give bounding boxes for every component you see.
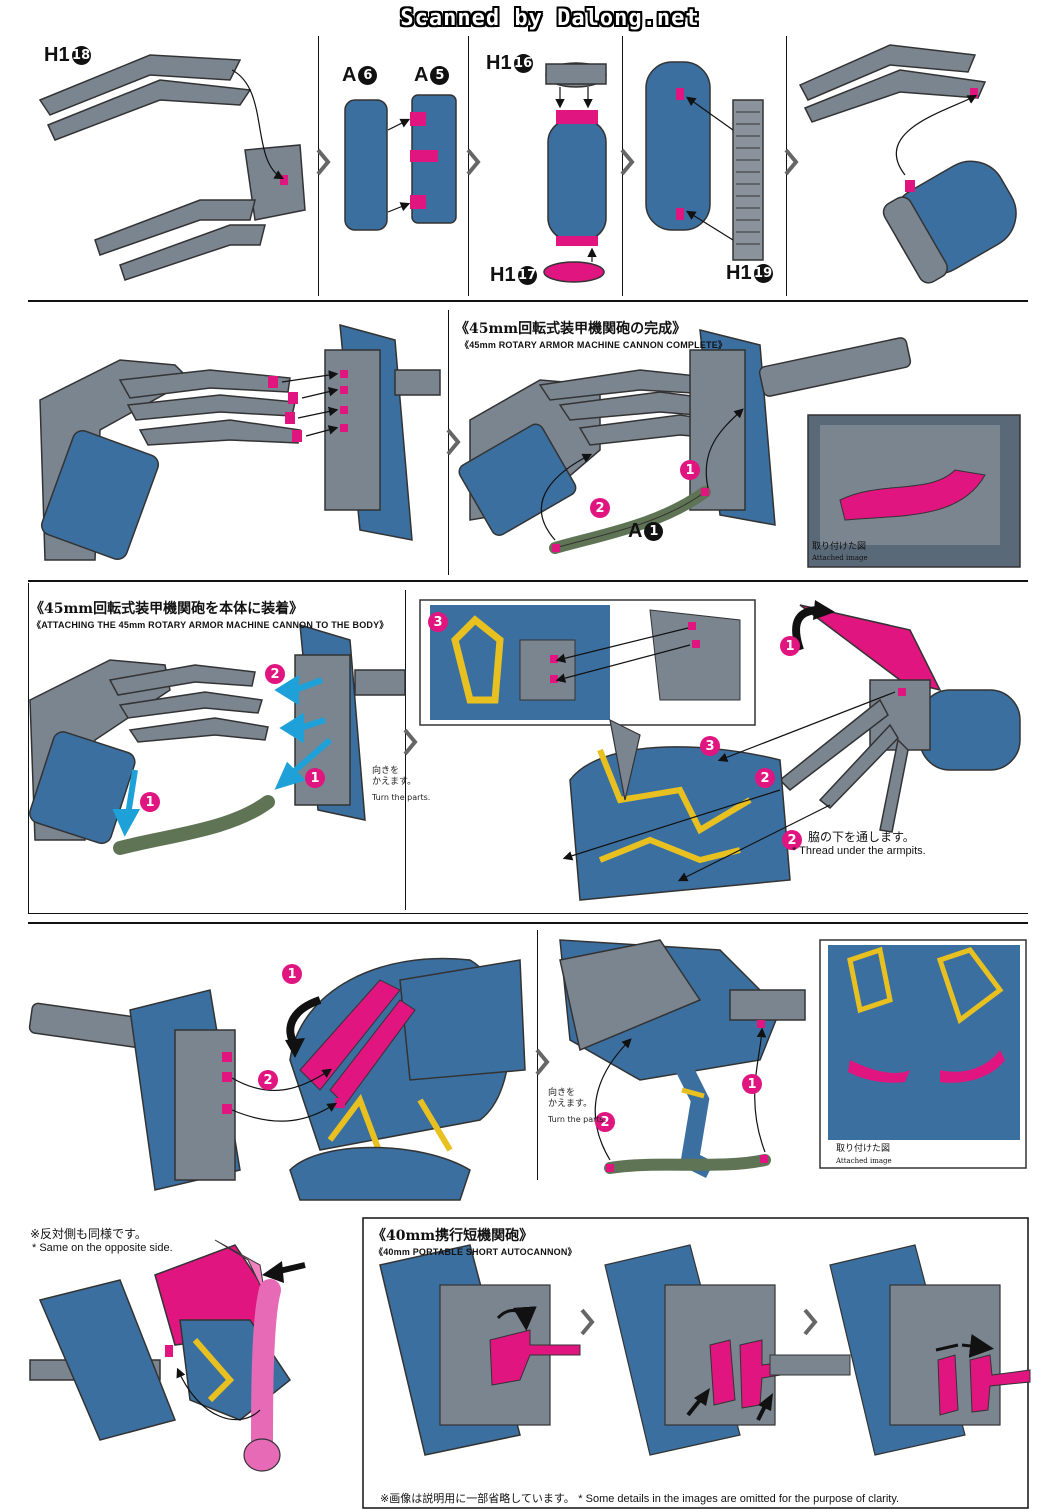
sep-r4 [537,930,538,1180]
drum-assembly-illustration [543,62,607,283]
step-1-circle: 1 [305,768,325,788]
step-1-circle: 1 [680,460,700,480]
attached-caption-ja: 取り付けた図 [812,542,867,552]
autocannon-section-box [362,1217,1029,1509]
attached-caption-en: Attached image [836,1157,892,1165]
step-2-circle: 2 [258,1070,278,1090]
sep-r1-2 [468,36,469,296]
attached-caption-en: Attached image [812,554,868,562]
attached-image-inset-row2 [807,414,1021,568]
attach-body-frame-illustration [29,623,406,855]
sep-r1-4 [786,36,787,296]
footnote: ※画像は説明用に一部省略しています。 * Some details in the… [380,1490,899,1506]
armpit-note-ja: 脇の下を通します。 [808,830,915,844]
turn-parts-note-en: Turn the parts. [548,1115,607,1124]
chevron-arrows-row1 [316,148,818,1336]
parts-a6-a5-illustration [344,94,457,231]
section-subtitle-cannon-complete: 《45mm ROTARY ARMOR MACHINE CANNON COMPLE… [460,340,728,350]
autocannon-step-illustrations [379,1244,1031,1456]
turn-parts-note-en: Turn the parts. [372,793,431,802]
step-2-circle: 2 [595,1112,615,1132]
box-left-row3 [28,583,29,913]
step-2-circle: 2 [590,498,610,518]
section-subtitle-short-autocannon: 《40mm PORTABLE SHORT AUTOCANNON》 [374,1247,577,1257]
sep-r2 [448,310,449,575]
sep-r3 [405,590,406,910]
sep-r1-1 [318,36,319,296]
cannon-on-body-illustration [28,957,526,1201]
section-title-short-autocannon: 《40mm携行短機関砲》 [372,1228,534,1244]
opposite-side-note-ja: ※反対側も同様です。 [30,1227,147,1241]
frame-shield-assembly-illustration [39,323,441,561]
sep-r1-3 [622,36,623,296]
step-2-circle: 2 [755,768,775,788]
step-1-circle: 1 [742,1074,762,1094]
complete-cannon-illustration [458,329,912,554]
opposite-side-illustration [29,1239,306,1472]
body-detail-inset [419,599,756,726]
step-1-circle: 1 [282,964,302,984]
body-rear-strip-illustration [559,939,806,1179]
section-subtitle-attach-body: 《ATTACHING THE 45mm ROTARY ARMOR MACHINE… [32,620,389,630]
footnote-ja: ※画像は説明用に一部省略しています。 [380,1492,575,1505]
section-title-cannon-complete: 《45mm回転式装甲機関砲の完成》 [455,321,687,337]
frame-drum-illustration [798,44,1017,284]
step-3-circle: 3 [428,612,448,632]
step-2-circle: 2 [782,830,802,850]
opposite-side-note-en: * Same on the opposite side. [32,1242,173,1254]
turn-parts-note-ja: 向きを かえます。 [548,1088,593,1109]
step-2-circle: 2 [265,664,285,684]
frame-h1-18-illustration [38,54,306,281]
divider-row1 [28,300,1028,302]
divider-row4 [28,922,1028,924]
step-1-circle: 1 [780,636,800,656]
step-3-circle: 3 [700,736,720,756]
step-1-circle: 1 [140,792,160,812]
body-frame-magenta-illustration [562,600,1021,901]
divider-row2 [28,580,1028,582]
attached-image-inset-row4 [819,939,1027,1169]
armpit-note-en: * Thread under the armpits. [792,845,926,857]
turn-parts-note-ja: 向きを かえます。 [372,766,417,787]
footnote-en: * Some details in the images are omitted… [578,1493,900,1505]
drum-h1-19-illustration [645,61,764,261]
section-title-attach-body: 《45mm回転式装甲機関砲を本体に装着》 [30,601,304,617]
divider-row3 [28,913,1028,914]
scan-watermark: Scanned by Dalong.net [400,6,700,31]
attached-caption-ja: 取り付けた図 [836,1144,891,1154]
